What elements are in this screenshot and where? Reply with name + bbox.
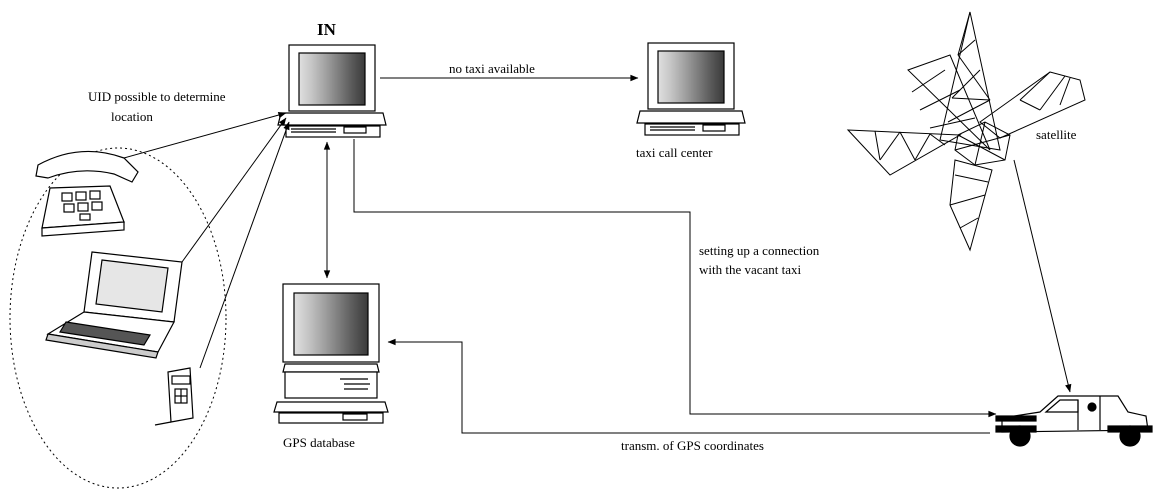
call-center-label: taxi call center (636, 145, 713, 160)
transm-label: transm. of GPS coordinates (621, 438, 764, 453)
arrow-taxi-to-gps-database (387, 338, 990, 434)
taxi-car-icon (995, 395, 1153, 447)
in-title: IN (317, 20, 336, 39)
arrow-laptop-to-in (181, 117, 287, 263)
uid-label-line1: UID possible to determine (88, 89, 226, 104)
uid-label-line2: location (111, 109, 153, 124)
laptop-icon (45, 251, 183, 359)
in-computer-icon (277, 44, 387, 138)
gps-database-computer-icon (273, 283, 389, 424)
call-center-computer-icon (636, 42, 746, 136)
terminals-group-ellipse (9, 147, 227, 489)
arrow-satellite-to-taxi (1013, 159, 1072, 393)
connection-label-line2: with the vacant taxi (699, 262, 802, 277)
satellite-label: satellite (1036, 127, 1077, 142)
desk-telephone-icon (35, 150, 139, 237)
arrow-mobile-to-in (199, 121, 290, 369)
connection-label-line1: setting up a connection (699, 243, 820, 258)
satellite-icon (846, 11, 1086, 252)
no-taxi-label: no taxi available (449, 61, 535, 76)
arrow-in-to-taxi (353, 139, 997, 418)
mobile-phone-icon (154, 367, 194, 426)
gps-database-label: GPS database (283, 435, 355, 450)
arrow-phone-to-in (123, 111, 287, 159)
